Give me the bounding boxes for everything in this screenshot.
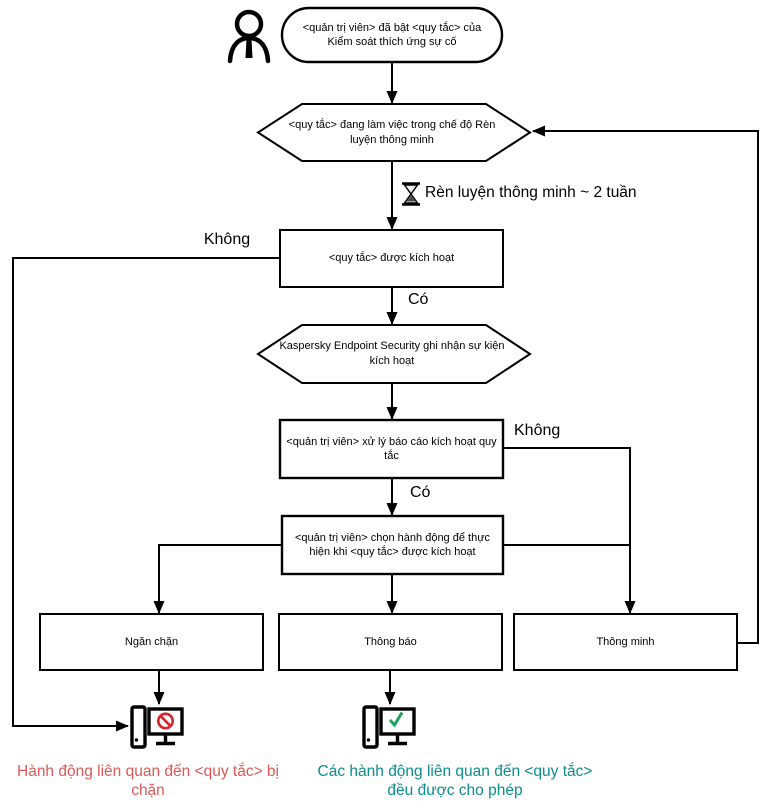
training-duration-label: Rèn luyện thông minh ~ 2 tuần (425, 184, 637, 201)
admin-report-label: <quản trị viên> xử lý báo cáo kích hoạt … (286, 435, 497, 462)
edge-label-yes-report: Có (410, 484, 431, 501)
notify-box-label: Thông báo (364, 635, 417, 648)
prohibition-icon (157, 712, 175, 730)
edge-label-yes-triggered: Có (408, 291, 429, 308)
smart-loop-back (532, 125, 759, 644)
kes-logs-hexagon (256, 324, 532, 384)
hourglass-icon (402, 182, 420, 206)
notify-box (278, 613, 503, 671)
computer-blocked-icon (130, 705, 184, 749)
admin-report-box (278, 418, 505, 480)
smart-box-label: Thông minh (596, 635, 655, 648)
edge-label-no-right: Không (514, 422, 561, 439)
admin-choose-box (280, 514, 505, 576)
start-terminator (280, 6, 504, 64)
edge-label-no-left: Không (203, 231, 251, 248)
admin-choose-label: <quản trị viên> chọn hành động để thực h… (294, 531, 491, 558)
caption-blocked: Hành động liên quan đến <quy tắc> bị chặ… (17, 763, 279, 800)
block-box (39, 613, 264, 671)
rule-triggered-box (279, 229, 504, 288)
person-icon (227, 9, 271, 64)
smart-box (513, 613, 738, 671)
training-mode-hexagon (256, 103, 532, 162)
connectors (12, 62, 759, 732)
computer-allowed-icon (362, 705, 416, 749)
block-box-label: Ngăn chặn (124, 635, 179, 648)
rule-triggered-label: <quy tắc> được kích hoạt (328, 252, 455, 265)
checkmark-icon (388, 711, 404, 728)
no-branch-right (503, 447, 636, 614)
start-terminator-label: <quản trị viên> đã bật <quy tắc> của Kiể… (302, 21, 482, 48)
training-mode-label: <quy tắc> đang làm việc trong chế độ Rèn… (288, 119, 496, 146)
caption-allowed: Các hành động liên quan đến <quy tắc> đề… (317, 763, 593, 800)
kes-logs-label: Kaspersky Endpoint Security ghi nhận sự … (279, 340, 505, 367)
no-loop-left (12, 257, 280, 732)
